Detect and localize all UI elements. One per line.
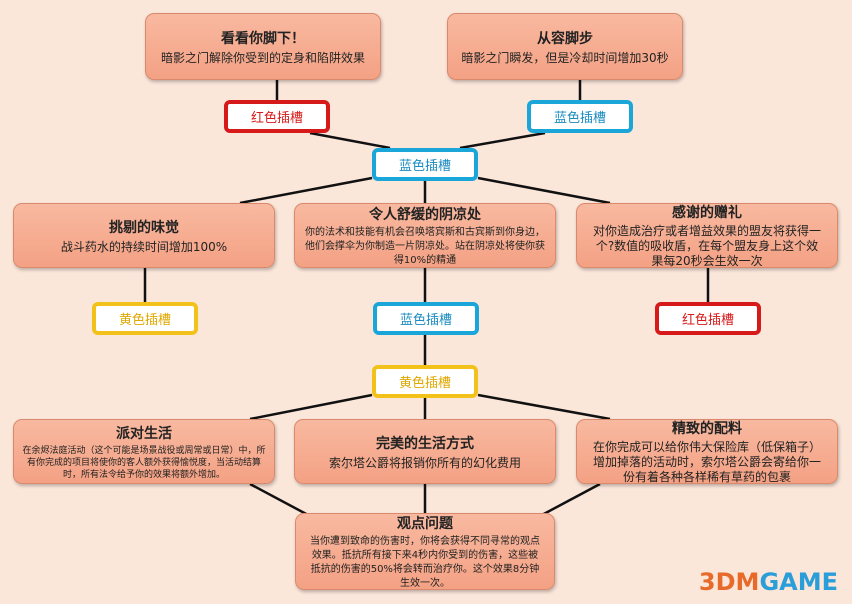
- red-slot: 红色插槽: [224, 100, 330, 133]
- yellow-slot: 黄色插槽: [92, 302, 198, 335]
- talent-box: 派对生活在余烬法庭活动（这个可能是场景战役或周常或日常）中，所有你完成的项目将使…: [13, 419, 275, 484]
- talent-title: 精致的配料: [672, 421, 742, 437]
- blue-slot-center: 蓝色插槽: [372, 148, 478, 181]
- talent-box: 令人舒缓的阴凉处你的法术和技能有机会召唤塔宾斯和古宾斯到你身边，他们会撑伞为你制…: [294, 203, 556, 268]
- talent-box: 看看你脚下！ 暗影之门解除你受到的定身和陷阱效果: [145, 13, 381, 80]
- talent-desc: 索尔塔公爵将报销你所有的幻化费用: [328, 455, 521, 470]
- talent-title: 令人舒缓的阴凉处: [369, 206, 481, 223]
- talent-desc: 暗影之门解除你受到的定身和陷阱效果: [160, 50, 365, 65]
- talent-desc: 暗影之门瞬发，但是冷却时间增加30秒: [461, 50, 669, 65]
- talent-box: 观点问题当你遭到致命的伤害时，你将会获得不同寻常的观点效果。抵抗所有接下来4秒内…: [295, 513, 555, 590]
- yellow-slot-center: 黄色插槽: [372, 365, 478, 398]
- talent-title: 挑剔的味觉: [109, 219, 179, 236]
- talent-box: 挑剔的味觉战斗药水的持续时间增加100%: [13, 203, 275, 268]
- red-slot: 红色插槽: [655, 302, 761, 335]
- talent-box: 精致的配料在你完成可以给你伟大保险库（低保箱子）增加掉落的活动时，索尔塔公爵会寄…: [576, 419, 838, 484]
- talent-title: 完美的生活方式: [376, 435, 474, 452]
- talent-desc: 对你造成治疗或者增益效果的盟友将获得一个?数值的吸收盾，在每个盟友身上这个效果每…: [592, 224, 821, 268]
- talent-title: 观点问题: [397, 515, 453, 532]
- blue-slot: 蓝色插槽: [527, 100, 633, 133]
- watermark-logo: 3DMGAME: [698, 568, 838, 596]
- talent-title: 派对生活: [116, 425, 172, 442]
- talent-desc: 你的法术和技能有机会召唤塔宾斯和古宾斯到你身边，他们会撑伞为你制造一片阴凉处。站…: [305, 226, 545, 266]
- talent-desc: 在余烬法庭活动（这个可能是场景战役或周常或日常）中，所有你完成的项目将使你的客人…: [22, 445, 266, 480]
- talent-title: 从容脚步: [537, 30, 593, 47]
- talent-desc: 当你遭到致命的伤害时，你将会获得不同寻常的观点效果。抵抗所有接下来4秒内你受到的…: [310, 535, 540, 589]
- blue-slot: 蓝色插槽: [373, 302, 479, 335]
- talent-box: 从容脚步暗影之门瞬发，但是冷却时间增加30秒: [447, 13, 683, 80]
- talent-box: 完美的生活方式索尔塔公爵将报销你所有的幻化费用: [294, 419, 556, 484]
- talent-box: 感谢的赠礼对你造成治疗或者增益效果的盟友将获得一个?数值的吸收盾，在每个盟友身上…: [576, 203, 838, 268]
- talent-title: 感谢的赠礼: [672, 205, 742, 221]
- talent-title: 看看你脚下！: [221, 30, 305, 47]
- talent-desc: 在你完成可以给你伟大保险库（低保箱子）增加掉落的活动时，索尔塔公爵会寄给你一份有…: [592, 440, 821, 484]
- talent-desc: 战斗药水的持续时间增加100%: [60, 239, 228, 254]
